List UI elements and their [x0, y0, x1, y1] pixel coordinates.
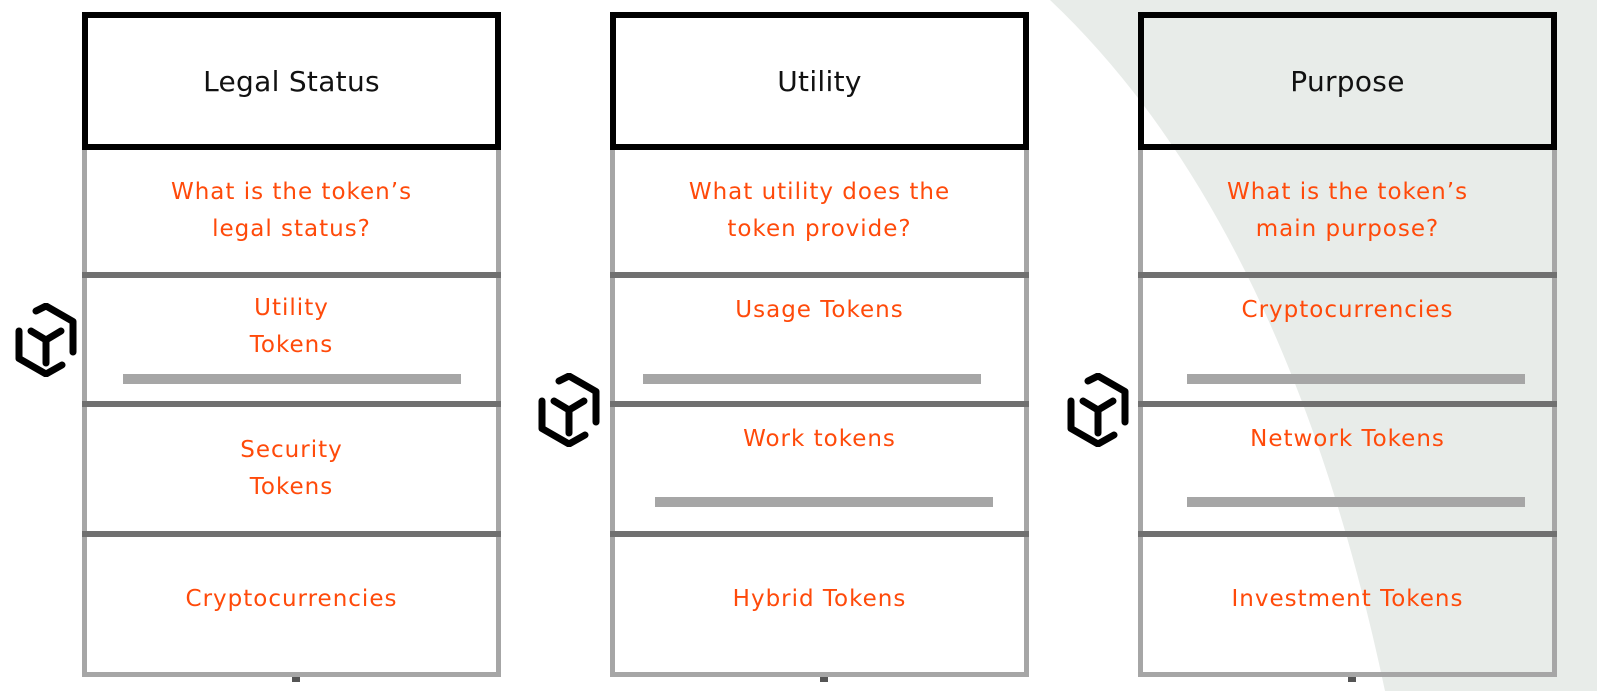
column-header: Purpose	[1138, 12, 1557, 150]
row-divider	[1138, 531, 1557, 537]
column-header: Legal Status	[82, 12, 501, 150]
column-header: Utility	[610, 12, 1029, 150]
option-text: Hybrid Tokens	[732, 586, 907, 612]
option-underline	[643, 374, 981, 384]
row-divider	[610, 401, 1029, 407]
option-cell: Hybrid Tokens	[615, 537, 1024, 662]
option-cell: Network Tokens	[1143, 407, 1552, 471]
option-cell: Work tokens	[615, 407, 1024, 471]
option-text: Work tokens	[743, 425, 896, 452]
header-label: Purpose	[1290, 64, 1405, 98]
row-divider	[610, 531, 1029, 537]
option-underline	[655, 497, 993, 507]
column-body: What utility does the token provide? Usa…	[610, 150, 1029, 682]
cube-logo-icon	[15, 303, 77, 377]
column-utility: Utility What utility does the token prov…	[610, 12, 1029, 682]
question-cell: What utility does the token provide?	[615, 150, 1024, 272]
option-text: Cryptocurrencies	[1241, 296, 1454, 323]
option-text: Network Tokens	[1250, 425, 1445, 452]
option-underline	[1187, 497, 1525, 507]
cube-logo-icon	[1067, 373, 1129, 447]
row-divider	[82, 272, 501, 278]
column-purpose: Purpose What is the token’s main purpose…	[1138, 12, 1557, 682]
option-cell: Cryptocurrencies	[87, 537, 496, 662]
row-divider	[82, 401, 501, 407]
option-text: Utility Tokens	[249, 295, 334, 358]
option-cell: Security Tokens	[87, 407, 496, 531]
option-text: Usage Tokens	[735, 296, 904, 323]
option-cell: Cryptocurrencies	[1143, 278, 1552, 342]
column-body: What is the token’s legal status? Utilit…	[82, 150, 501, 682]
column-body: What is the token’s main purpose? Crypto…	[1138, 150, 1557, 682]
column-legal-status: Legal Status What is the token’s legal s…	[82, 12, 501, 682]
row-divider	[82, 531, 501, 537]
question-cell: What is the token’s legal status?	[87, 150, 496, 272]
question-cell: What is the token’s main purpose?	[1143, 150, 1552, 272]
header-label: Utility	[777, 64, 862, 98]
bottom-tick	[820, 677, 828, 682]
option-text: Investment Tokens	[1231, 586, 1464, 612]
option-cell: Usage Tokens	[615, 278, 1024, 342]
row-divider	[1138, 272, 1557, 278]
option-text: Cryptocurrencies	[185, 586, 398, 612]
row-divider	[1138, 401, 1557, 407]
question-text: What is the token’s main purpose?	[1226, 179, 1469, 242]
option-underline	[123, 374, 461, 384]
question-text: What is the token’s legal status?	[170, 179, 413, 242]
row-divider	[610, 272, 1029, 278]
cube-logo-icon	[538, 373, 600, 447]
option-text: Security Tokens	[240, 437, 343, 500]
question-text: What utility does the token provide?	[688, 179, 951, 242]
option-cell: Utility Tokens	[87, 278, 496, 376]
header-label: Legal Status	[203, 64, 380, 98]
option-underline	[1187, 374, 1525, 384]
bottom-tick	[292, 677, 300, 682]
bottom-tick	[1348, 677, 1356, 682]
option-cell: Investment Tokens	[1143, 537, 1552, 662]
